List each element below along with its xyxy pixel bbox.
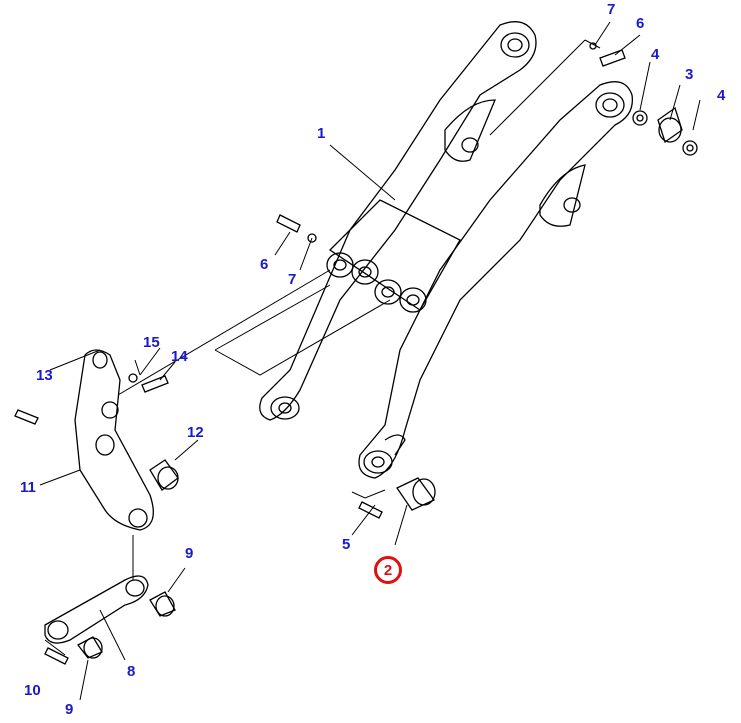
washer-7a xyxy=(589,42,597,50)
bushing-2 xyxy=(396,477,436,511)
washer-15 xyxy=(128,373,138,383)
bolt-6b xyxy=(276,214,301,233)
callout-15: 15 xyxy=(143,334,160,351)
bolt-6a xyxy=(599,49,626,67)
callout-12: 12 xyxy=(187,424,204,441)
bushing-9b xyxy=(77,636,103,659)
callout-6: 6 xyxy=(636,15,645,32)
bellcrank-11 xyxy=(74,349,154,531)
callout-4: 4 xyxy=(717,87,726,104)
bolt-13 xyxy=(14,409,39,425)
bushing-3 xyxy=(657,106,683,144)
bolt-10 xyxy=(44,647,69,665)
callout-7: 7 xyxy=(288,271,297,288)
leader-lines xyxy=(39,21,701,701)
bushing-12 xyxy=(149,459,179,491)
washer-4b xyxy=(682,140,698,156)
cross-tube xyxy=(326,199,461,313)
callout-9: 9 xyxy=(65,701,74,718)
callout-6: 6 xyxy=(260,256,269,273)
bolt-14 xyxy=(141,375,169,393)
boom-arm-left xyxy=(259,21,537,421)
callout-10: 10 xyxy=(24,682,41,699)
link-8 xyxy=(44,575,149,644)
washer-7b xyxy=(307,233,317,243)
callout-4: 4 xyxy=(651,46,660,63)
callout-13: 13 xyxy=(36,367,53,384)
callout-3: 3 xyxy=(685,66,694,83)
callout-5: 5 xyxy=(342,536,351,553)
boom-arm-right xyxy=(358,81,634,479)
bolt-5 xyxy=(358,501,383,519)
washer-4a xyxy=(632,110,648,126)
callout-11: 11 xyxy=(20,479,36,496)
callout-9: 9 xyxy=(185,545,194,562)
callout-8: 8 xyxy=(127,663,136,680)
bushing-9a xyxy=(149,591,176,617)
callout-14: 14 xyxy=(171,348,188,365)
callout-7: 7 xyxy=(607,1,616,18)
callout-1: 1 xyxy=(317,125,326,142)
highlighted-part-2-callout[interactable]: 2 xyxy=(374,556,402,584)
